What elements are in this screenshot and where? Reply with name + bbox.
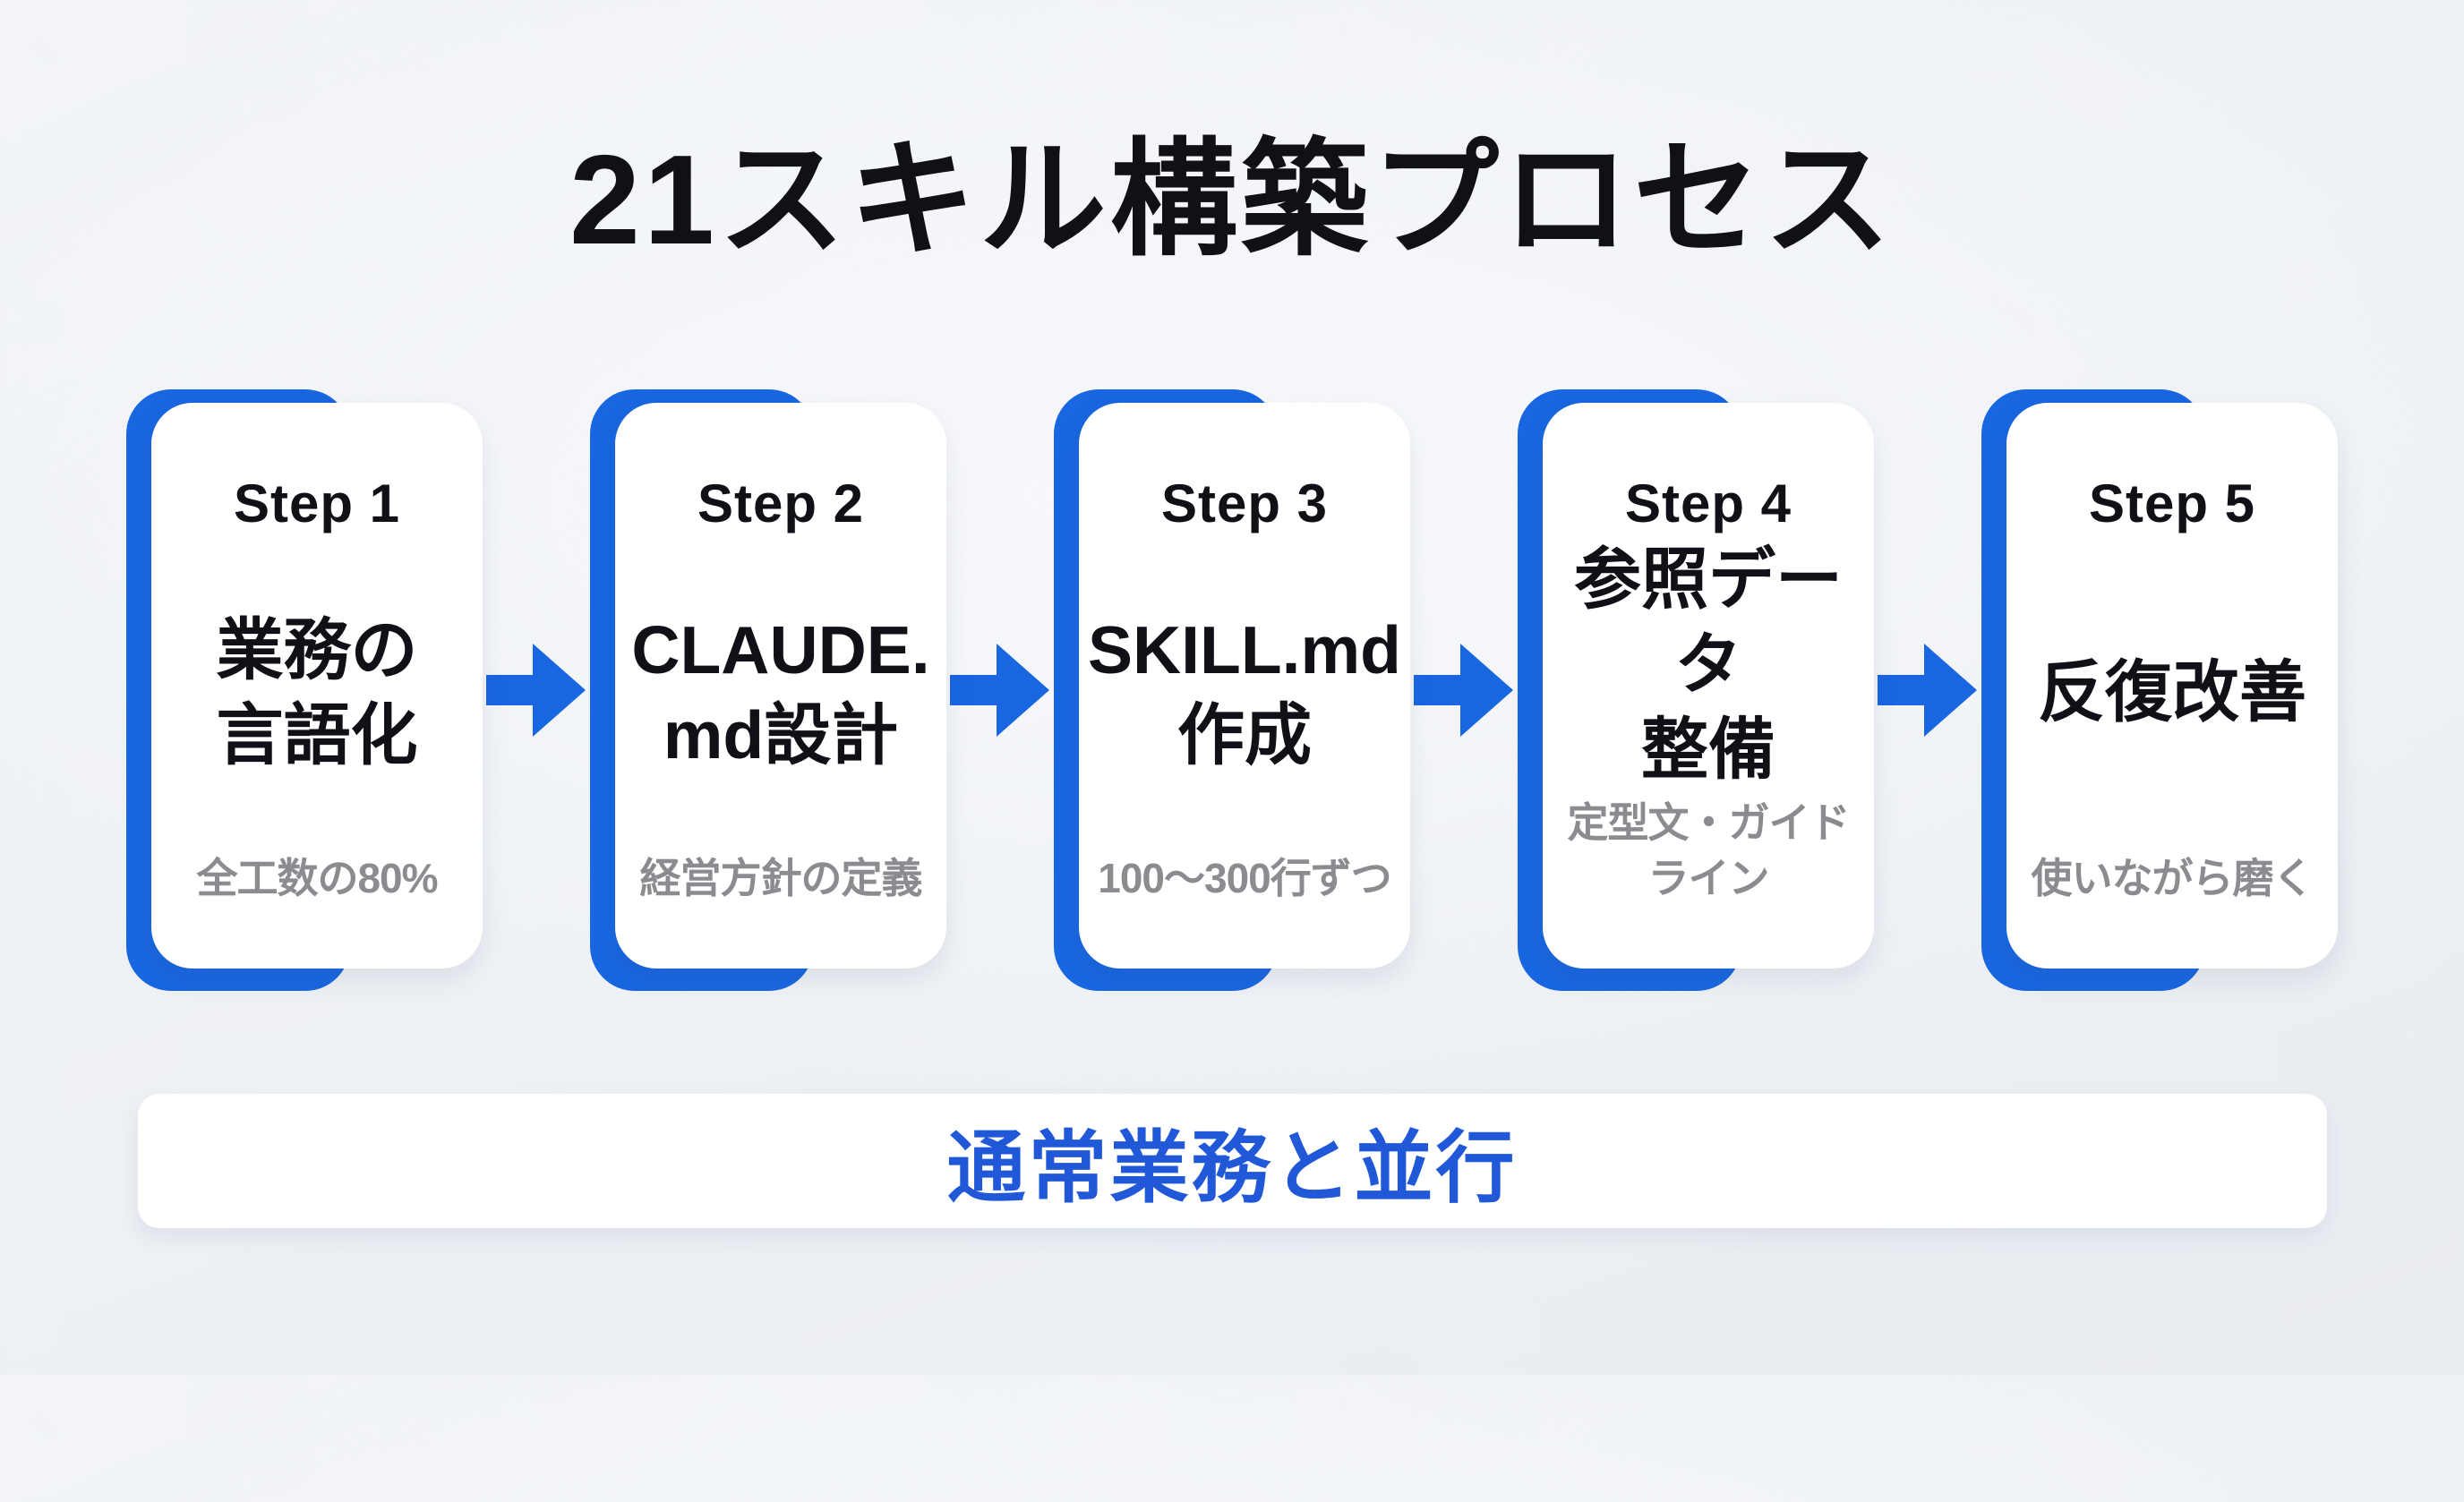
step-subtitle: 全工数の80% <box>196 855 438 902</box>
card-body: Step 4 参照データ 整備 定型文・ガイド ライン <box>1543 403 1874 969</box>
step-subtitle: 経営方針の定義 <box>639 855 923 902</box>
page-title: 21スキル構築プロセス <box>569 129 1895 271</box>
process-flow: Step 1 業務の 言語化 全工数の80% Step 2 CLAUDE. md… <box>0 389 2464 992</box>
step-label: Step 4 <box>1624 474 1792 534</box>
step-subtitle: 100〜300行ずつ <box>1098 855 1391 902</box>
step-label: Step 1 <box>233 474 401 534</box>
step-card-3: Step 3 SKILL.md 作成 100〜300行ずつ <box>1054 389 1410 992</box>
arrow-right-shape <box>486 644 586 738</box>
arrow-right-shape <box>1414 644 1513 738</box>
step-title: 反復改善 <box>2037 654 2306 730</box>
step-label: Step 3 <box>1160 474 1329 534</box>
step-title: 参照データ 整備 <box>1573 541 1843 788</box>
arrow-right-icon <box>950 644 1049 738</box>
arrow-right-icon <box>1878 644 1977 738</box>
parallel-note-bar: 通常業務と並行 <box>137 1094 2327 1229</box>
arrow-right-icon <box>486 644 586 738</box>
card-body: Step 2 CLAUDE. md設計 経営方針の定義 <box>615 403 946 969</box>
arrow-right-icon <box>1414 644 1513 738</box>
step-title: SKILL.md 作成 <box>1088 611 1401 772</box>
step-card-2: Step 2 CLAUDE. md設計 経営方針の定義 <box>590 389 946 992</box>
step-label: Step 2 <box>697 474 865 534</box>
arrow-right-shape <box>1878 644 1977 738</box>
step-subtitle: 使いながら磨く <box>2031 855 2314 902</box>
step-card-5: Step 5 反復改善 使いながら磨く <box>1981 389 2338 992</box>
card-body: Step 1 業務の 言語化 全工数の80% <box>151 403 483 969</box>
card-body: Step 5 反復改善 使いながら磨く <box>2006 403 2338 969</box>
step-label: Step 5 <box>2088 474 2256 534</box>
step-title: CLAUDE. md設計 <box>631 611 930 772</box>
card-body: Step 3 SKILL.md 作成 100〜300行ずつ <box>1079 403 1410 969</box>
step-card-4: Step 4 参照データ 整備 定型文・ガイド ライン <box>1518 389 1874 992</box>
step-card-1: Step 1 業務の 言語化 全工数の80% <box>126 389 483 992</box>
parallel-note-text: 通常業務と並行 <box>946 1122 1518 1212</box>
arrow-right-shape <box>950 644 1049 738</box>
step-title: 業務の 言語化 <box>216 611 418 772</box>
process-infographic: 21スキル構築プロセス Step 1 業務の 言語化 全工数の80% Step … <box>0 127 2464 1502</box>
step-subtitle: 定型文・ガイド ライン <box>1567 799 1851 902</box>
